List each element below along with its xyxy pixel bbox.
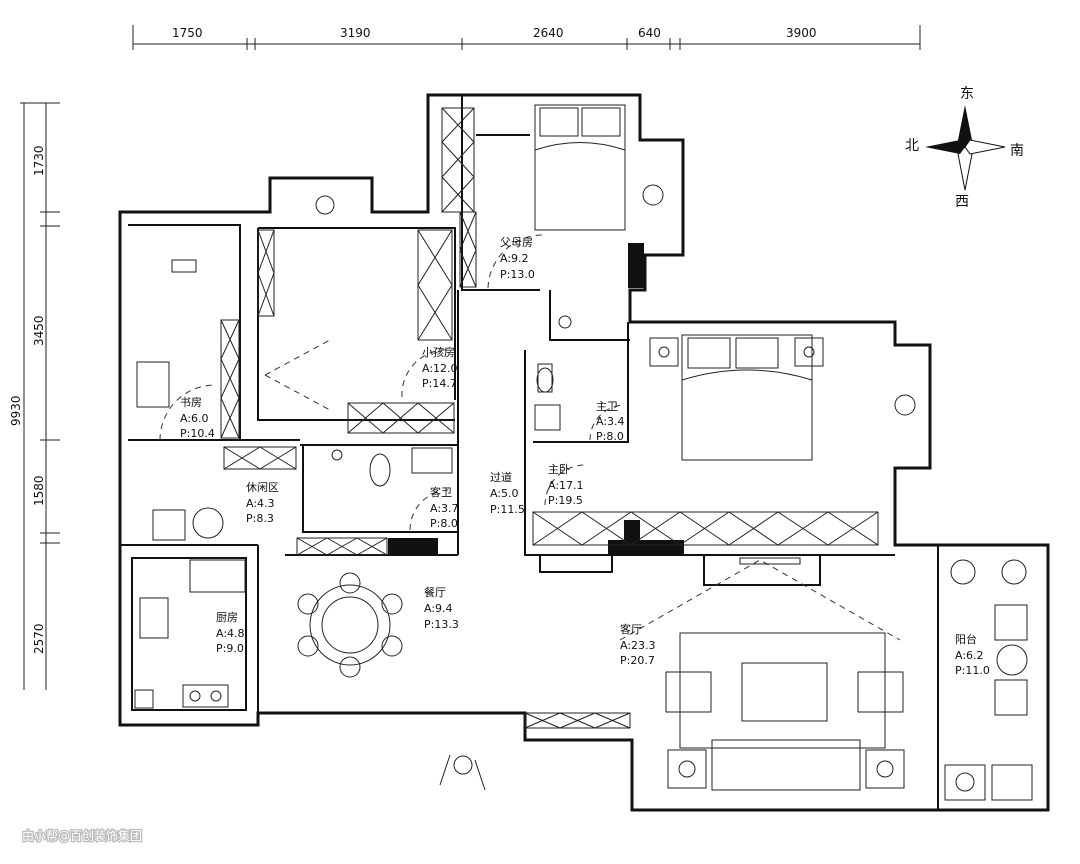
bathroom-fixtures — [331, 315, 572, 487]
compass-east: 东 — [960, 86, 974, 102]
outer-wall — [118, 93, 1050, 812]
room-label-master-bath: 主卫 A:3.4P:8.0 — [596, 400, 625, 443]
svg-text:P:8.0: P:8.0 — [430, 517, 458, 530]
svg-text:书房: 书房 — [180, 396, 202, 409]
svg-text:客卫: 客卫 — [430, 485, 452, 499]
balcony-furniture — [944, 559, 1033, 801]
svg-text:A:4.8: A:4.8 — [216, 627, 245, 640]
dim-top-1: 1750 — [172, 26, 203, 40]
wardrobe-study — [220, 319, 240, 439]
dim-left-2: 3450 — [32, 315, 46, 346]
room-label-dining: 餐厅 A:9.4P:13.3 — [424, 585, 459, 631]
svg-text:P:14.7: P:14.7 — [422, 377, 457, 390]
svg-text:A:3.4: A:3.4 — [596, 415, 625, 428]
room-label-corridor: 过道 A:5.0P:11.5 — [490, 470, 525, 516]
lounge-furniture — [152, 507, 224, 541]
bed-parents — [534, 104, 626, 231]
dim-left-1: 1730 — [32, 145, 46, 176]
dining-table — [297, 572, 403, 678]
dim-left-3: 1580 — [32, 475, 46, 506]
svg-text:P:11.5: P:11.5 — [490, 503, 525, 516]
wardrobes — [220, 107, 879, 729]
wardrobe-kids — [257, 229, 455, 434]
plants — [315, 184, 916, 416]
person-figure — [439, 754, 486, 791]
dim-top-5: 3900 — [786, 26, 817, 40]
bed-master — [649, 334, 824, 461]
svg-text:P:9.0: P:9.0 — [216, 642, 244, 655]
dim-left-total: 9930 — [9, 395, 23, 426]
room-label-kitchen: 厨房 A:4.8P:9.0 — [216, 611, 245, 655]
svg-text:过道: 过道 — [490, 470, 512, 484]
room-label-parents: 父母房 A:9.2P:13.0 — [500, 236, 535, 281]
room-label-study: 书房 A:6.0P:10.4 — [180, 396, 215, 440]
svg-text:P:11.0: P:11.0 — [955, 664, 990, 677]
cabinet-corridor — [296, 537, 631, 729]
svg-text:A:3.7: A:3.7 — [430, 502, 459, 515]
watermark: 由小帮@百创装饰集团 — [22, 828, 142, 843]
svg-text:A:9.4: A:9.4 — [424, 602, 453, 615]
svg-text:A:5.0: A:5.0 — [490, 487, 519, 500]
study-furniture — [136, 259, 197, 408]
room-label-kids: 小孩房 A:12.0P:14.7 — [422, 346, 458, 390]
svg-text:P:10.4: P:10.4 — [180, 427, 215, 440]
svg-text:A:17.1: A:17.1 — [548, 479, 584, 492]
svg-text:P:20.7: P:20.7 — [620, 654, 655, 667]
svg-text:A:6.0: A:6.0 — [180, 412, 209, 425]
compass-south: 南 — [1010, 143, 1024, 159]
living-furniture — [665, 557, 905, 791]
dim-top-4: 640 — [638, 26, 661, 40]
compass-rose: 东 南 北 西 — [905, 86, 1024, 210]
cabinet-lounge — [223, 446, 297, 470]
dim-left-4: 2570 — [32, 623, 46, 654]
svg-text:A:12.0: A:12.0 — [422, 362, 458, 375]
room-label-living: 客厅 A:23.3P:20.7 — [620, 622, 656, 667]
svg-text:主卫: 主卫 — [596, 400, 618, 413]
svg-text:A:6.2: A:6.2 — [955, 649, 984, 662]
svg-text:厨房: 厨房 — [216, 611, 238, 624]
svg-text:小孩房: 小孩房 — [422, 346, 455, 359]
svg-text:P:8.3: P:8.3 — [246, 512, 274, 525]
interior-walls — [120, 95, 939, 810]
dim-top-2: 3190 — [340, 26, 371, 40]
compass-north: 北 — [905, 138, 919, 154]
svg-text:P:13.0: P:13.0 — [500, 268, 535, 281]
svg-text:餐厅: 餐厅 — [424, 585, 446, 599]
door-swings — [159, 234, 901, 641]
svg-text:父母房: 父母房 — [500, 236, 533, 249]
wardrobe-parents — [441, 107, 477, 288]
svg-text:阳台: 阳台 — [955, 632, 977, 646]
top-dimension-line: 1750 3190 2640 640 3900 — [132, 25, 921, 50]
room-label-guest-bath: 客卫 A:3.7P:8.0 — [430, 485, 459, 530]
svg-text:P:13.3: P:13.3 — [424, 618, 459, 631]
svg-text:客厅: 客厅 — [620, 622, 642, 636]
svg-text:P:8.0: P:8.0 — [596, 430, 624, 443]
room-label-master-bedroom: 主卧 A:17.1P:19.5 — [548, 463, 584, 507]
svg-text:主卧: 主卧 — [548, 463, 570, 476]
wall-columns — [388, 243, 684, 556]
kitchen-fixtures — [134, 559, 246, 709]
svg-text:P:19.5: P:19.5 — [548, 494, 583, 507]
room-label-lounge: 休闲区 A:4.3P:8.3 — [246, 480, 279, 525]
svg-text:A:9.2: A:9.2 — [500, 252, 529, 265]
dim-top-3: 2640 — [533, 26, 564, 40]
room-label-balcony: 阳台 A:6.2P:11.0 — [955, 632, 990, 677]
left-dimension-line: 1730 3450 1580 2570 9930 — [9, 102, 60, 690]
compass-west: 西 — [955, 194, 969, 210]
svg-text:休闲区: 休闲区 — [246, 480, 279, 494]
wardrobe-master — [532, 511, 879, 546]
svg-text:A:4.3: A:4.3 — [246, 497, 275, 510]
svg-text:A:23.3: A:23.3 — [620, 639, 656, 652]
